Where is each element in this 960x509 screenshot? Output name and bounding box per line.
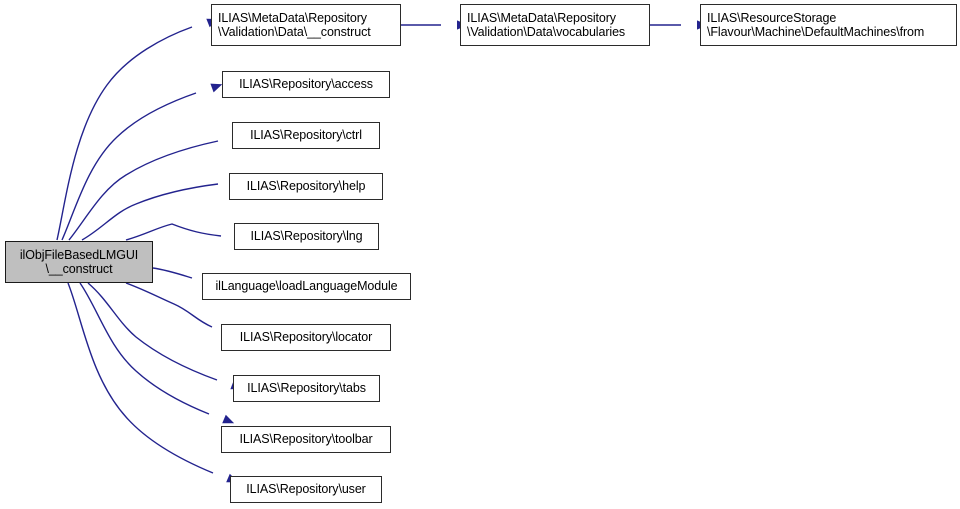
node-label-line: ILIAS\Repository\help — [246, 179, 366, 194]
graph-node-n-resourcestorage-from[interactable]: ILIAS\ResourceStorage\Flavour\Machine\De… — [700, 4, 957, 46]
node-label-line: ILIAS\MetaData\Repository — [467, 10, 616, 25]
node-label-line: ILIAS\MetaData\Repository — [218, 10, 367, 25]
call-edge — [125, 282, 213, 328]
call-edge — [87, 282, 218, 381]
node-label-line: ILIAS\Repository\tabs — [247, 381, 366, 396]
node-label-line: ilLanguage\loadLanguageModule — [215, 279, 398, 294]
node-label-line: ILIAS\Repository\access — [239, 77, 373, 92]
call-edge — [79, 282, 210, 415]
graph-node-n-user[interactable]: ILIAS\Repository\user — [230, 476, 382, 503]
node-label-line: ILIAS\Repository\ctrl — [250, 128, 362, 143]
graph-node-n-access[interactable]: ILIAS\Repository\access — [222, 71, 390, 98]
graph-node-root[interactable]: ilObjFileBasedLMGUI\__construct — [5, 241, 153, 283]
node-label-line: ilObjFileBasedLMGUI — [19, 247, 139, 262]
node-label-line: ILIAS\Repository\toolbar — [239, 432, 373, 447]
node-label-line: \Validation\Data\__construct — [218, 25, 371, 39]
call-edge — [68, 140, 219, 241]
node-label-line: ILIAS\Repository\lng — [250, 229, 363, 244]
graph-node-n-toolbar[interactable]: ILIAS\Repository\toolbar — [221, 426, 391, 453]
graph-node-n-loadlanguagemodule[interactable]: ilLanguage\loadLanguageModule — [202, 273, 411, 300]
node-label-line: \Flavour\Machine\DefaultMachines\from — [707, 25, 925, 39]
node-label-line: ILIAS\Repository\locator — [239, 330, 373, 345]
call-edge — [61, 92, 197, 241]
call-edge — [67, 282, 214, 474]
graph-node-n-ctrl[interactable]: ILIAS\Repository\ctrl — [232, 122, 380, 149]
graph-node-n-tabs[interactable]: ILIAS\Repository\tabs — [233, 375, 380, 402]
graph-node-n-metadata-vocabularies[interactable]: ILIAS\MetaData\Repository\Validation\Dat… — [460, 4, 650, 46]
node-label-line: \__construct — [45, 262, 113, 276]
graph-node-n-lng[interactable]: ILIAS\Repository\lng — [234, 223, 379, 250]
call-edge — [125, 223, 222, 241]
graph-node-n-help[interactable]: ILIAS\Repository\help — [229, 173, 383, 200]
node-label-line: ILIAS\Repository\user — [246, 482, 366, 497]
call-edge — [81, 183, 219, 241]
call-edge — [56, 26, 193, 241]
graph-node-n-metadata-construct[interactable]: ILIAS\MetaData\Repository\Validation\Dat… — [211, 4, 401, 46]
graph-node-n-locator[interactable]: ILIAS\Repository\locator — [221, 324, 391, 351]
node-label-line: ILIAS\ResourceStorage — [707, 10, 837, 25]
call-edge — [152, 267, 193, 279]
node-label-line: \Validation\Data\vocabularies — [467, 25, 626, 39]
